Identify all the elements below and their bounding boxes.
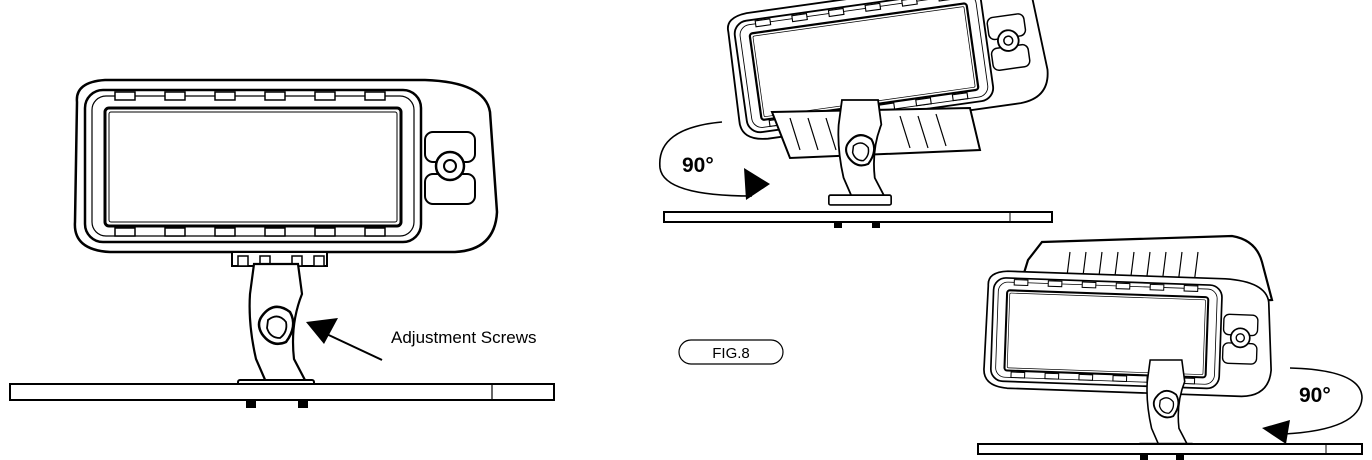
svg-text:FIG.8: FIG.8 (712, 345, 750, 362)
adjustment-screws-label: Adjustment Screws (391, 328, 537, 347)
rotation-label-lower: 90° (1299, 384, 1331, 407)
adjustment-screws-callout: Adjustment Screws (306, 318, 537, 361)
rotation-label-upper: 90° (682, 154, 714, 177)
lower-right-fixture (977, 234, 1363, 460)
rotation-arrow-upper: 90° (659, 121, 770, 200)
rotation-arrow-lower: 90° (1262, 367, 1363, 444)
figure-label: FIG.8 (678, 339, 784, 365)
upper-right-fixture (663, 0, 1053, 228)
front-view-fixture (9, 78, 555, 408)
